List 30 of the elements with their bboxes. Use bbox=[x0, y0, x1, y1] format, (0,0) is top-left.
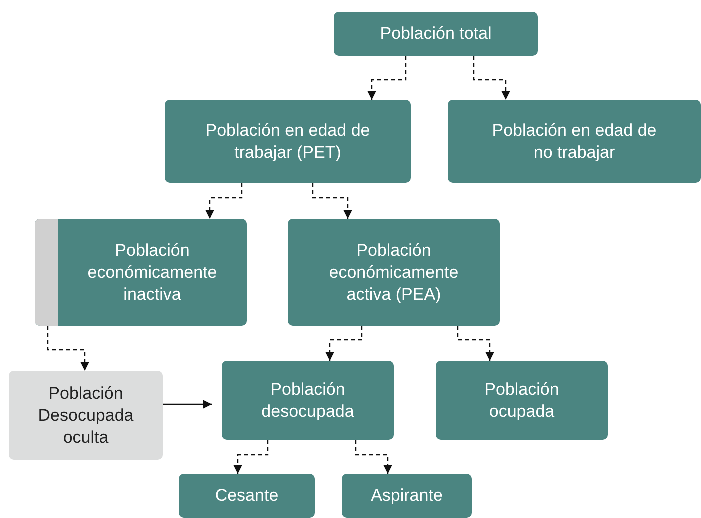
arrow bbox=[234, 440, 269, 474]
process-box bbox=[334, 12, 538, 56]
process-box bbox=[165, 100, 411, 183]
arrow bbox=[368, 56, 407, 100]
arrow bbox=[47, 326, 90, 371]
process-box bbox=[448, 100, 701, 183]
node-label: Población Desocupada oculta bbox=[37, 382, 135, 448]
node-label: Aspirante bbox=[371, 485, 443, 507]
node-label: Población ocupada bbox=[484, 378, 560, 422]
node-label: Población desocupada bbox=[260, 378, 356, 422]
arrow bbox=[326, 326, 363, 361]
arrow bbox=[312, 183, 352, 219]
process-box bbox=[436, 361, 608, 440]
process-box bbox=[9, 371, 163, 460]
process-box bbox=[222, 361, 394, 440]
process-box bbox=[288, 219, 500, 326]
node-label: Cesante bbox=[215, 485, 279, 507]
arrow bbox=[206, 183, 243, 219]
arrow bbox=[355, 440, 392, 474]
process-box bbox=[342, 474, 472, 518]
node-label: Población económicamente inactiva bbox=[86, 240, 218, 306]
arrow bbox=[457, 326, 494, 361]
node-label: Población total bbox=[380, 23, 492, 45]
node-label: Población en edad de no trabajar bbox=[491, 120, 658, 164]
process-box bbox=[179, 474, 315, 518]
node-label: Población económicamente activa (PEA) bbox=[328, 240, 460, 306]
arrow bbox=[163, 400, 212, 409]
arrow bbox=[473, 56, 510, 100]
process-box bbox=[35, 219, 247, 326]
node-label: Población en edad de trabajar (PET) bbox=[204, 120, 372, 164]
